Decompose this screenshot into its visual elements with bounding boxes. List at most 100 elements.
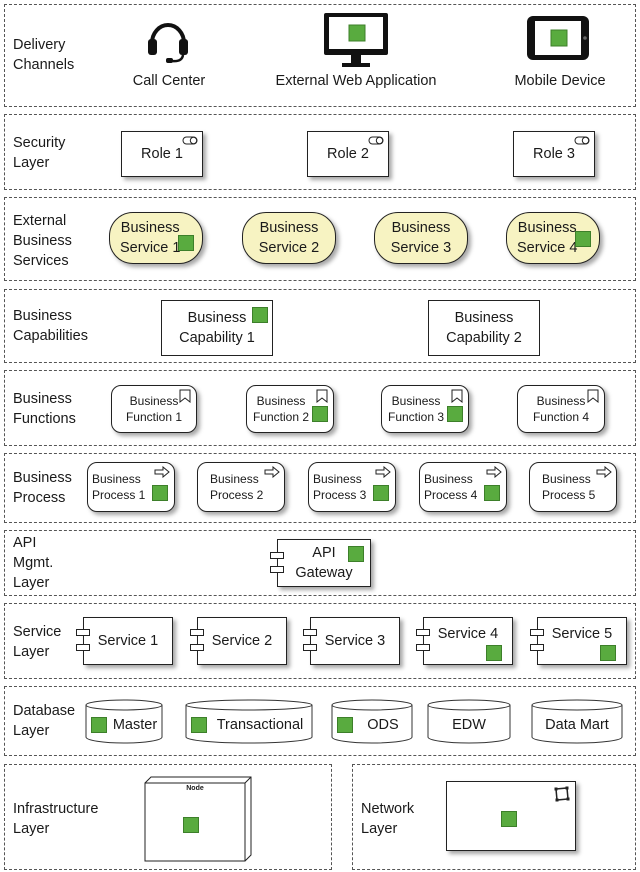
service-label: Service 2 xyxy=(211,633,273,649)
function-label: Business Function 3 xyxy=(388,394,445,424)
business-service[interactable]: Business Service 2 xyxy=(242,212,336,264)
capability-box[interactable]: Business Capability 1 xyxy=(161,300,273,356)
business-service-label: Business Service 1 xyxy=(120,220,181,256)
tablet-icon xyxy=(527,16,589,60)
service-label: Service 4 xyxy=(437,626,499,642)
green-square-icon xyxy=(447,406,463,422)
service-component[interactable]: Service 3 xyxy=(303,617,400,665)
role-icon xyxy=(368,136,384,145)
database-layer: Database Layer Master Transactional ODS … xyxy=(4,686,636,756)
business-service-label: Business Service 3 xyxy=(390,220,452,256)
function-label: Business Function 2 xyxy=(253,394,310,424)
network-icon xyxy=(554,786,570,802)
infrastructure-layer: Infrastructure Layer Node xyxy=(4,764,332,870)
role-box[interactable]: Role 3 xyxy=(513,131,595,177)
database-cylinder[interactable]: Master xyxy=(85,699,163,745)
business-service-label: Business Service 4 xyxy=(517,220,578,256)
layer-title: Business Process xyxy=(13,470,72,506)
business-function[interactable]: Business Function 2 xyxy=(246,385,334,433)
green-square-icon xyxy=(600,645,616,661)
layer-title: Database Layer xyxy=(13,703,76,739)
role-label: Role 1 xyxy=(141,146,183,162)
cylinder-shape xyxy=(85,699,163,744)
business-process[interactable]: Business Process 2 xyxy=(197,462,285,512)
process-label: Business Process 2 xyxy=(210,472,264,502)
role-box[interactable]: Role 2 xyxy=(307,131,389,177)
business-process-layer: Business Process Business Process 1 Busi… xyxy=(4,453,636,523)
layer-title: API Mgmt. Layer xyxy=(13,535,54,591)
role-box[interactable]: Role 1 xyxy=(121,131,203,177)
monitor-icon xyxy=(324,13,388,67)
channel-label-mobile: Mobile Device xyxy=(514,73,606,89)
process-label: Business Process 5 xyxy=(542,472,596,502)
channel-label-web-app: External Web Application xyxy=(275,73,437,89)
business-process[interactable]: Business Process 3 xyxy=(308,462,396,512)
database-cylinder[interactable]: Transactional xyxy=(185,699,313,745)
business-service[interactable]: Business Service 1 xyxy=(109,212,203,264)
cylinder-shape xyxy=(185,699,313,744)
business-service-label: Business Service 2 xyxy=(258,220,320,256)
green-square-icon xyxy=(486,645,502,661)
database-cylinder[interactable]: Data Mart xyxy=(531,699,623,745)
green-square-icon xyxy=(348,546,364,562)
cylinder-shape xyxy=(427,699,511,744)
layer-title: Service Layer xyxy=(13,624,62,660)
database-cylinder[interactable]: ODS xyxy=(331,699,413,745)
green-square-icon xyxy=(183,817,199,833)
layer-title: Network Layer xyxy=(361,801,415,837)
business-functions-layer: Business Functions Business Function 1 B… xyxy=(4,370,636,446)
process-arrow-icon xyxy=(154,466,170,478)
capability-box[interactable]: Business Capability 2 xyxy=(428,300,540,356)
green-square-icon xyxy=(91,717,107,733)
business-service[interactable]: Business Service 4 xyxy=(506,212,600,264)
bookmark-icon xyxy=(587,389,599,403)
database-cylinder[interactable]: EDW xyxy=(427,699,511,745)
function-label: Business Function 1 xyxy=(125,394,183,424)
headset-icon xyxy=(148,23,188,63)
process-arrow-icon xyxy=(264,466,280,478)
green-square-icon xyxy=(337,717,353,733)
service-component[interactable]: Service 4 xyxy=(416,617,513,665)
process-label: Business Process 1 xyxy=(92,472,146,502)
green-square-icon xyxy=(152,485,168,501)
green-square-icon xyxy=(191,717,207,733)
green-square-icon xyxy=(252,307,268,323)
business-function[interactable]: Business Function 4 xyxy=(517,385,605,433)
capability-label: Business Capability 1 xyxy=(179,310,255,346)
process-arrow-icon xyxy=(596,466,612,478)
layer-title: Security Layer xyxy=(13,135,66,171)
green-square-icon xyxy=(501,811,517,827)
role-label: Role 2 xyxy=(327,146,369,162)
layer-title: Delivery Channels xyxy=(13,37,75,73)
node-label: Node xyxy=(186,785,204,792)
green-square-icon xyxy=(312,406,328,422)
bookmark-icon xyxy=(179,389,191,403)
api-gateway[interactable]: API Gateway xyxy=(270,539,371,587)
process-label: Business Process 4 xyxy=(424,472,478,502)
business-function[interactable]: Business Function 3 xyxy=(381,385,469,433)
service-component[interactable]: Service 1 xyxy=(76,617,173,665)
green-square-icon xyxy=(373,485,389,501)
business-process[interactable]: Business Process 1 xyxy=(87,462,175,512)
service-component[interactable]: Service 2 xyxy=(190,617,287,665)
database-label: Master xyxy=(112,717,158,733)
business-service[interactable]: Business Service 3 xyxy=(374,212,468,264)
api-gateway-label: API Gateway xyxy=(295,545,353,581)
layer-title: Business Functions xyxy=(13,391,76,427)
business-process[interactable]: Business Process 5 xyxy=(529,462,617,512)
layer-title: Business Capabilities xyxy=(13,308,88,344)
cylinder-shape xyxy=(531,699,623,744)
channel-label-call-center: Call Center xyxy=(132,73,206,89)
delivery-channels-layer: Delivery Channels Call Center External W… xyxy=(4,4,636,107)
service-component[interactable]: Service 5 xyxy=(530,617,627,665)
role-icon xyxy=(574,136,590,145)
business-function[interactable]: Business Function 1 xyxy=(111,385,197,433)
business-process[interactable]: Business Process 4 xyxy=(419,462,507,512)
layer-title: Infrastructure Layer xyxy=(13,801,99,837)
green-square-icon xyxy=(178,235,194,251)
capability-label: Business Capability 2 xyxy=(446,310,522,346)
api-mgmt-layer: API Mgmt. Layer API Gateway xyxy=(4,530,636,596)
role-label: Role 3 xyxy=(533,146,575,162)
function-label: Business Function 4 xyxy=(532,394,590,424)
bookmark-icon xyxy=(316,389,328,403)
